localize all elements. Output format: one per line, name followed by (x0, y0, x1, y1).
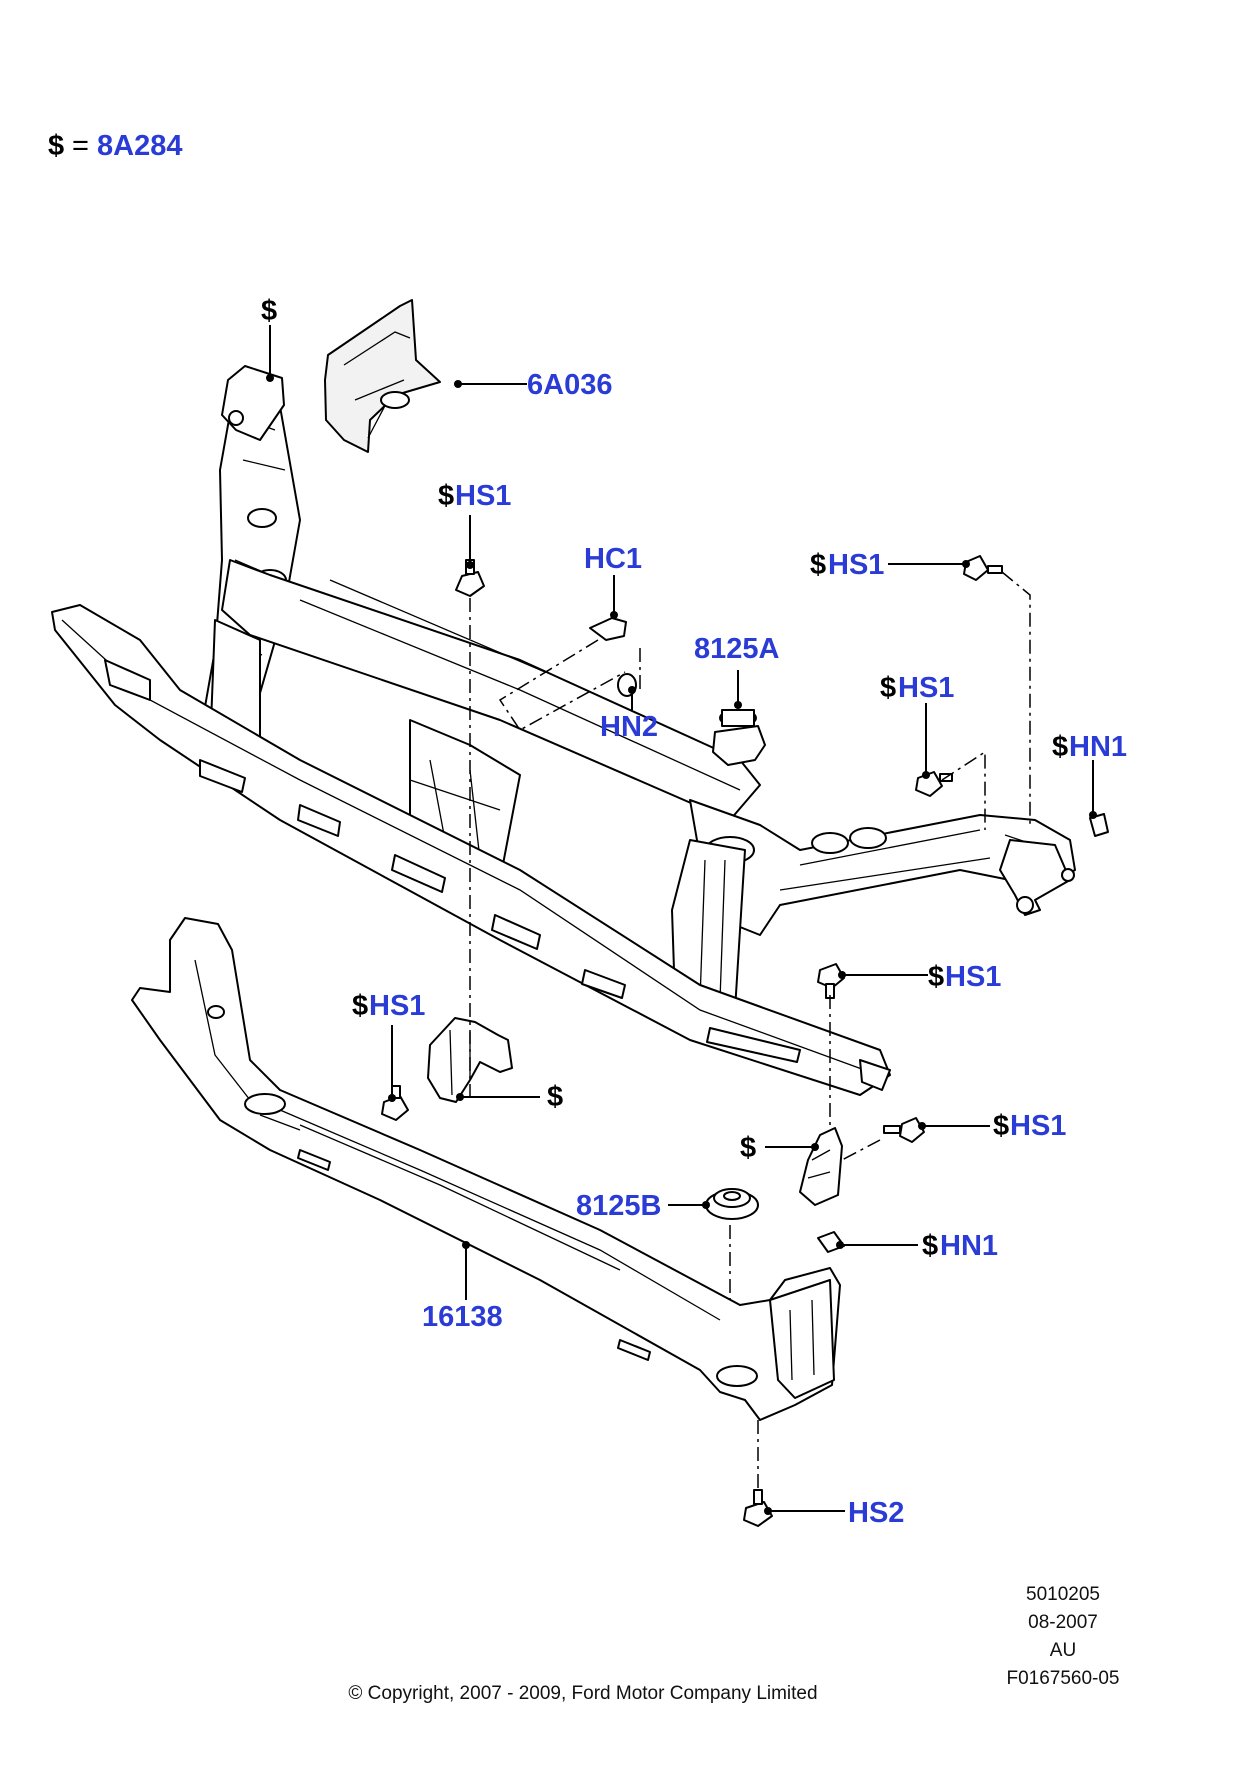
fasteners (381, 555, 1109, 1527)
bolt-hs1-right-mid (915, 771, 953, 797)
callout-hs1-f-code: HS1 (1010, 1110, 1066, 1142)
callout-hs1-c-prefix: $ (880, 672, 896, 704)
callout-hs1-e-code: HS1 (369, 990, 425, 1022)
legend-symbol: $ (48, 130, 64, 162)
legend: $ = 8A284 (48, 130, 182, 162)
callout-hs1-b-code: HS1 (828, 549, 884, 581)
callout-hs1-c-code: HS1 (898, 672, 954, 704)
footer-region: AU (1050, 1640, 1076, 1661)
callout-8125a: 8125A (694, 633, 780, 665)
callout-hs1-d-code: HS1 (945, 961, 1001, 993)
bolt-hs1-right-top (963, 555, 1003, 581)
callout-hs1-f-prefix: $ (993, 1110, 1009, 1142)
footer: 5010205 08-2007 AU F0167560-05 © Copyrig… (348, 1584, 1119, 1704)
callout-hs1-e-prefix: $ (352, 990, 368, 1022)
callout-16138: 16138 (422, 1301, 503, 1333)
isolator-8125a (712, 709, 766, 766)
bolt-hs1-lower-far-right (883, 1117, 925, 1143)
callout-hn2: HN2 (600, 711, 658, 743)
callouts: $ 6A036 $ HS1 HC1 HN2 8125A $ HS1 $ HS1 … (261, 295, 1127, 1529)
footer-figure: F0167560-05 (1006, 1668, 1119, 1689)
callout-dollar-right: $ (740, 1132, 756, 1164)
nut-hn1-top (1089, 813, 1109, 837)
right-bracket (799, 1127, 843, 1206)
legend-value: 8A284 (97, 130, 182, 162)
callout-hs1-b-prefix: $ (810, 549, 826, 581)
footer-ref: 5010205 (1026, 1584, 1100, 1605)
callout-hn1-a-prefix: $ (1052, 731, 1068, 763)
footer-copyright: © Copyright, 2007 - 2009, Ford Motor Com… (348, 1683, 817, 1704)
bolt-hs1-lower-left (381, 1085, 409, 1121)
callout-hs1-a-code: HS1 (455, 480, 511, 512)
callout-hs2: HS2 (848, 1497, 904, 1529)
legend-equals: = (72, 130, 89, 162)
callout-8125b: 8125B (576, 1190, 661, 1222)
radiator-support-upper (51, 365, 1076, 1096)
callout-hn1-a-code: HN1 (1069, 731, 1127, 763)
callout-hs1-d-prefix: $ (928, 961, 944, 993)
bolt-hs1-lower-right (817, 963, 845, 999)
assembly-lines (469, 571, 1031, 1490)
callout-dollar-top: $ (261, 295, 277, 327)
footer-date: 08-2007 (1028, 1612, 1098, 1633)
radiator-support-lower-16138 (131, 917, 841, 1421)
bracket-6a036 (324, 299, 441, 453)
callout-hs1-a-prefix: $ (438, 480, 454, 512)
bolt-hs2 (743, 1489, 773, 1527)
callout-hn1-b-prefix: $ (922, 1230, 938, 1262)
isolator-8125b (705, 1188, 759, 1220)
callout-dollar-mid: $ (547, 1081, 563, 1113)
callout-6a036: 6A036 (527, 369, 612, 401)
clip-hc1 (589, 617, 627, 641)
leader-lines (266, 325, 1097, 1515)
callout-hc1: HC1 (584, 543, 642, 575)
callout-hn1-b-code: HN1 (940, 1230, 998, 1262)
